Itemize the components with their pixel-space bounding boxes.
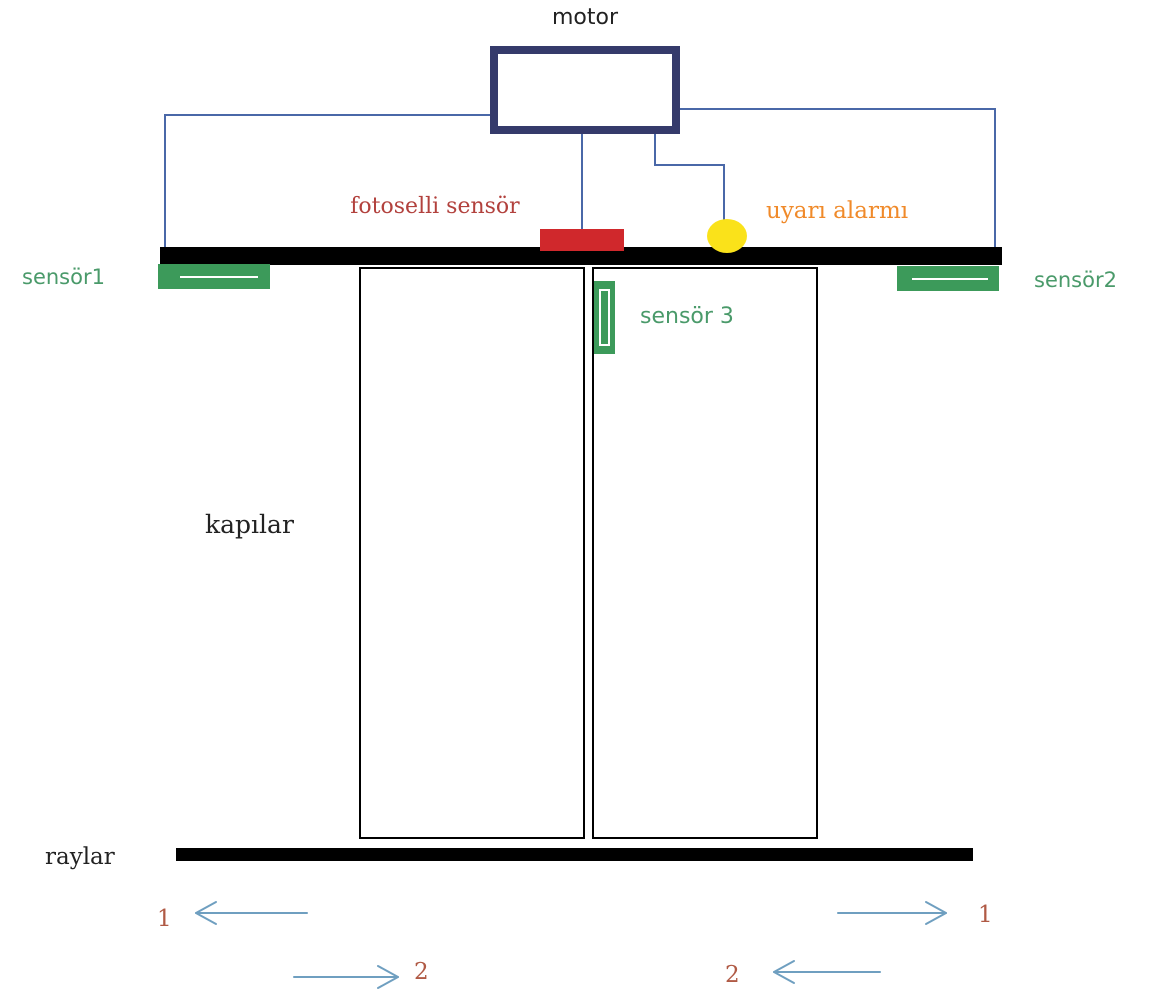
photocell-label: fotoselli sensör [350,194,520,219]
arrow-left-2-number: 2 [725,962,740,988]
wire-to-alarm [654,132,725,220]
photocell-sensor [540,229,624,251]
sensor3-slot [599,289,610,346]
rail [176,848,973,861]
arrow-left-2-icon [773,960,881,984]
direction-arrows [195,901,947,989]
wires [164,108,996,250]
arrow-left-1-icon [195,901,308,925]
doors-label: kapılar [205,510,294,539]
arrow-right-2-number: 2 [414,959,429,985]
arrow-left-1-number: 1 [157,906,172,932]
alarm-indicator [707,219,747,253]
alarm-label: uyarı alarmı [766,198,908,224]
rails-label: raylar [45,844,115,870]
arrow-right-1-number: 1 [978,902,993,928]
door-left [359,267,585,839]
sensor1-label: sensör1 [22,265,105,289]
sensor3 [594,281,615,354]
sensor2-label: sensör2 [1034,268,1117,292]
arrow-right-1-icon [837,901,947,925]
wire-to-sensor2 [678,108,996,250]
sensor3-label: sensör 3 [640,304,734,329]
top-bar [160,247,1002,265]
arrow-right-2-icon [293,965,399,989]
motor-box [490,46,680,134]
wire-to-sensor1 [164,114,494,250]
motor-label: motor [552,5,619,30]
door-right [592,267,818,839]
